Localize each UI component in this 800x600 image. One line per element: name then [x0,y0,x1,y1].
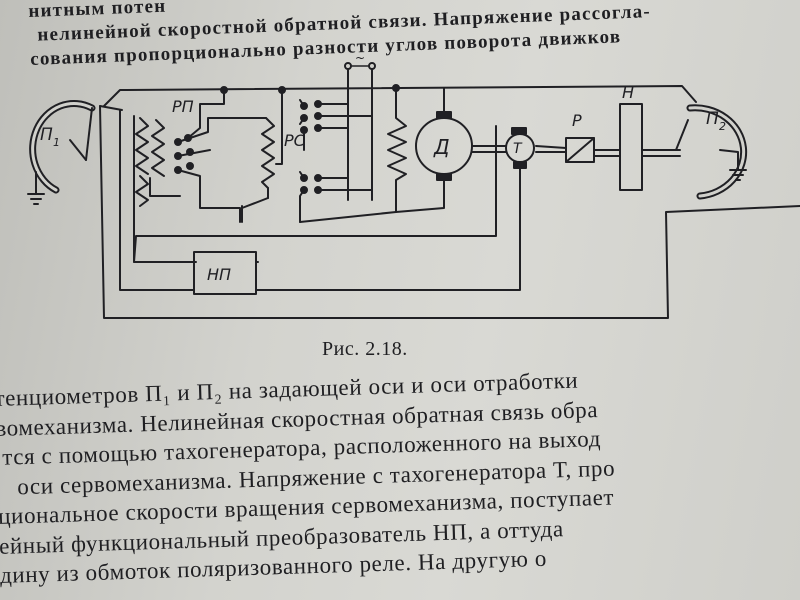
label-rp: РП [172,97,194,116]
label-supply: ~ [355,51,365,65]
reducer-r [565,137,595,163]
outer-frame-wire [99,105,800,319]
potentiometer-p2 [675,104,748,200]
relay-rp [119,109,197,291]
contact-wires [177,89,243,223]
label-load: Н [622,83,634,102]
label-tacho: Т [513,141,523,157]
top-frame-wire [103,85,697,107]
label-rs: РС [284,131,306,150]
label-converter: НП [207,265,231,284]
shaft [471,145,681,157]
label-p1: П [40,125,53,145]
converter-np [193,251,259,295]
resistor-rs [241,89,283,223]
left-outer-wire [99,105,123,111]
potentiometer-p1 [27,99,96,205]
body-paragraph: тенциометров П₁ и П₂ на задающей оси и о… [0,358,800,590]
reversing-switch-wires [299,99,373,223]
figure-caption: Рис. 2.18. [322,338,408,360]
label-p2: П [706,109,719,129]
load-h [619,103,643,191]
label-motor: Д [433,135,450,159]
label-p2-sub: 2 [719,120,726,133]
tachogenerator-t [133,125,535,291]
label-p1-sub: 1 [53,136,60,149]
supply-terminals [344,62,376,201]
label-reducer: Р [572,111,582,130]
